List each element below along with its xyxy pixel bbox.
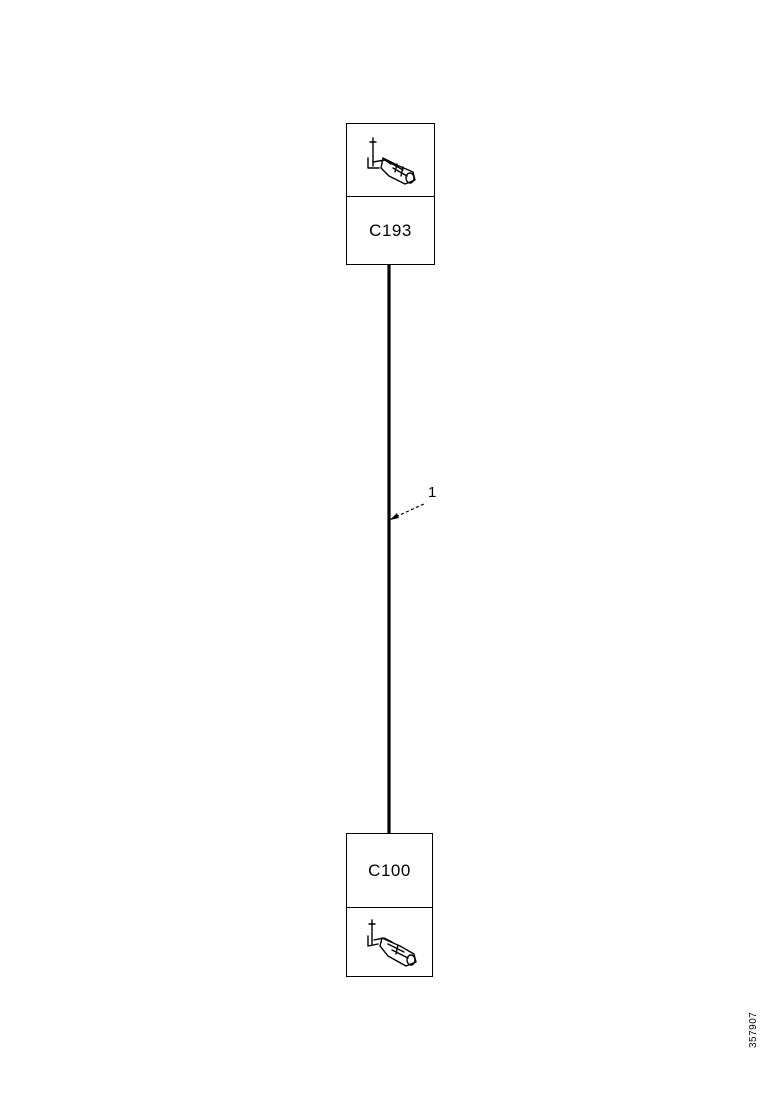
connector-c100-icon-cell [347, 907, 432, 976]
connector-id-label: C100 [368, 860, 411, 880]
connector-c193[interactable]: C193 [346, 123, 435, 265]
connector-c100-label-cell: C100 [347, 834, 432, 907]
connector-plug-icon [366, 137, 416, 185]
connector-id-label: C193 [369, 220, 412, 240]
callout-number: 1 [428, 484, 437, 501]
document-code: 357907 [748, 1011, 759, 1048]
connector-c193-label-cell: C193 [347, 196, 434, 264]
connector-c193-icon-cell [347, 124, 434, 196]
connector-plug-icon [366, 919, 417, 967]
connector-c100[interactable]: C100 [346, 833, 433, 977]
callout-arrowhead [390, 513, 399, 520]
